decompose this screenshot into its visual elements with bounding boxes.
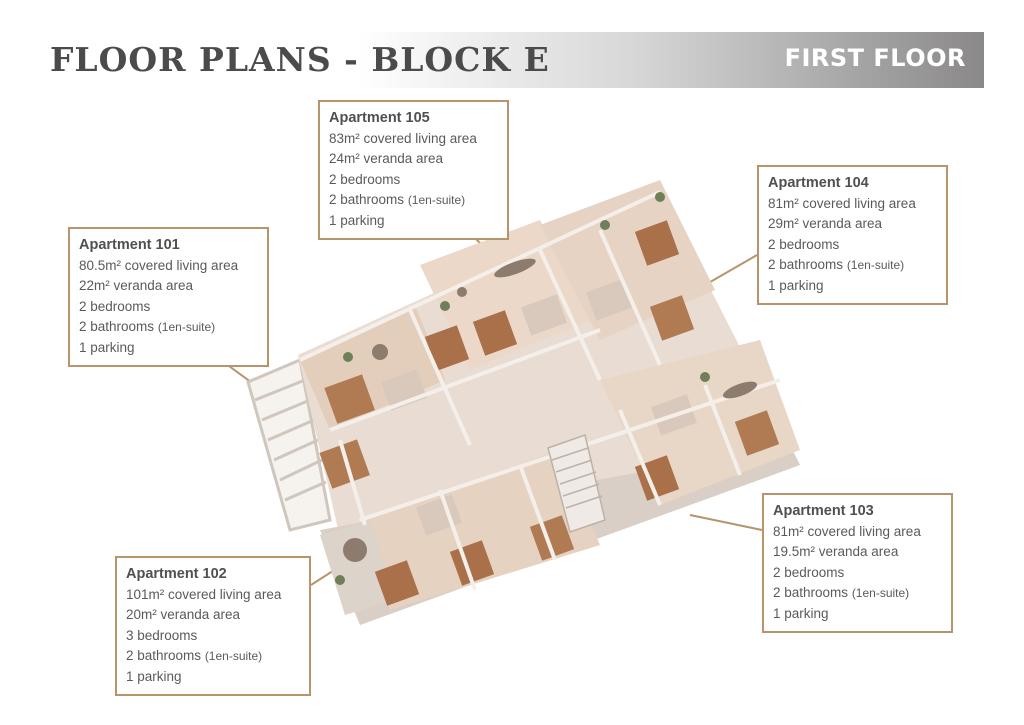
parking: 1 parking — [126, 668, 182, 684]
veranda-area: 22m² veranda area — [79, 278, 194, 294]
apartment-name: Apartment 103 — [773, 503, 874, 519]
pergola — [246, 357, 332, 532]
apartment-103-card: Apartment 103 81m² covered living area 1… — [762, 493, 953, 633]
bedrooms: 2 bedrooms — [768, 236, 840, 252]
apartment-name: Apartment 104 — [768, 175, 869, 191]
floor-label: FIRST FLOOR — [784, 44, 966, 72]
bathrooms-row: 2 bathrooms (1en-suite) — [768, 255, 937, 276]
bedrooms: 2 bedrooms — [329, 171, 401, 187]
stairwell — [547, 434, 606, 533]
bedrooms: 3 bedrooms — [126, 627, 198, 643]
bathrooms: 2 bathrooms — [768, 257, 844, 273]
living-area: 81m² covered living area — [773, 523, 921, 539]
living-area: 101m² covered living area — [126, 586, 282, 602]
living-area: 83m² covered living area — [329, 130, 477, 146]
bathrooms: 2 bathrooms — [126, 648, 202, 664]
apartment-name: Apartment 101 — [79, 237, 180, 253]
title-band — [358, 32, 984, 88]
veranda-area: 19.5m² veranda area — [773, 544, 899, 560]
bathrooms-row: 2 bathrooms (1en-suite) — [329, 190, 498, 211]
bathrooms-note: (1en-suite) — [851, 586, 910, 601]
plants — [335, 192, 710, 585]
bathrooms-row: 2 bathrooms (1en-suite) — [773, 583, 942, 604]
bathrooms-note: (1en-suite) — [204, 649, 263, 664]
parking: 1 parking — [79, 339, 135, 355]
parking: 1 parking — [773, 605, 829, 621]
bathrooms-note: (1en-suite) — [407, 193, 466, 208]
bathrooms-row: 2 bathrooms (1en-suite) — [126, 646, 300, 667]
apartment-name: Apartment 105 — [329, 110, 430, 126]
veranda-area: 20m² veranda area — [126, 607, 241, 623]
bathrooms-row: 2 bathrooms (1en-suite) — [79, 317, 258, 338]
living-area: 80.5m² covered living area — [79, 257, 239, 273]
apartment-101-card: Apartment 101 80.5m² covered living area… — [68, 227, 269, 367]
bathrooms-note: (1en-suite) — [846, 258, 905, 273]
apartment-102-card: Apartment 102 101m² covered living area … — [115, 556, 311, 696]
living-area: 81m² covered living area — [768, 195, 916, 211]
connector-103 — [689, 514, 763, 531]
veranda-area: 24m² veranda area — [329, 151, 444, 167]
bedrooms: 2 bedrooms — [773, 564, 845, 580]
bathrooms: 2 bathrooms — [773, 585, 849, 601]
veranda-area: 29m² veranda area — [768, 216, 883, 232]
building-body — [298, 180, 800, 625]
veranda-furniture — [343, 258, 758, 562]
apartment-104-card: Apartment 104 81m² covered living area 2… — [757, 165, 948, 305]
parking: 1 parking — [768, 277, 824, 293]
bathrooms: 2 bathrooms — [79, 319, 155, 335]
interior-walls — [299, 190, 781, 591]
page-title: FLOOR PLANS - BLOCK E — [50, 40, 550, 79]
bathrooms: 2 bathrooms — [329, 192, 405, 208]
apartment-name: Apartment 102 — [126, 566, 227, 582]
parking: 1 parking — [329, 212, 385, 228]
bedrooms: 2 bedrooms — [79, 298, 151, 314]
bathrooms-note: (1en-suite) — [157, 320, 216, 335]
connector-104 — [704, 254, 758, 286]
rooms — [319, 220, 780, 606]
apartment-105-card: Apartment 105 83m² covered living area 2… — [318, 100, 509, 240]
